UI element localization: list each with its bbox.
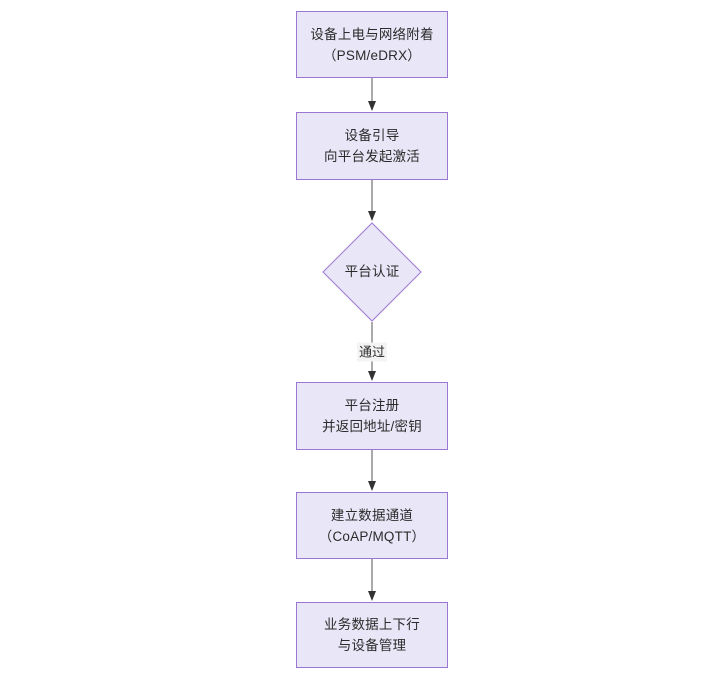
node-label: 平台认证 <box>344 264 400 279</box>
node-establish-data-channel[interactable]: 建立数据通道 （CoAP/MQTT） <box>296 492 448 559</box>
node-label: 设备引导 向平台发起激活 <box>324 128 420 164</box>
node-business-data-and-device-management[interactable]: 业务数据上下行 与设备管理 <box>296 602 448 668</box>
node-label: 业务数据上下行 与设备管理 <box>324 617 420 653</box>
node-device-bootstrap-activation[interactable]: 设备引导 向平台发起激活 <box>296 112 448 180</box>
node-label: 平台注册 并返回地址/密钥 <box>322 398 422 434</box>
node-label: 设备上电与网络附着 （PSM/eDRX） <box>310 26 434 63</box>
node-platform-register-return-address-key[interactable]: 平台注册 并返回地址/密钥 <box>296 382 448 450</box>
node-label: 建立数据通道 （CoAP/MQTT） <box>318 507 426 544</box>
node-power-on-network-attach[interactable]: 设备上电与网络附着 （PSM/eDRX） <box>296 11 448 78</box>
edge-label-pass: 通过 <box>356 342 388 362</box>
diamond-shape <box>322 222 422 322</box>
node-platform-authentication-decision[interactable]: 平台认证 <box>322 222 422 322</box>
